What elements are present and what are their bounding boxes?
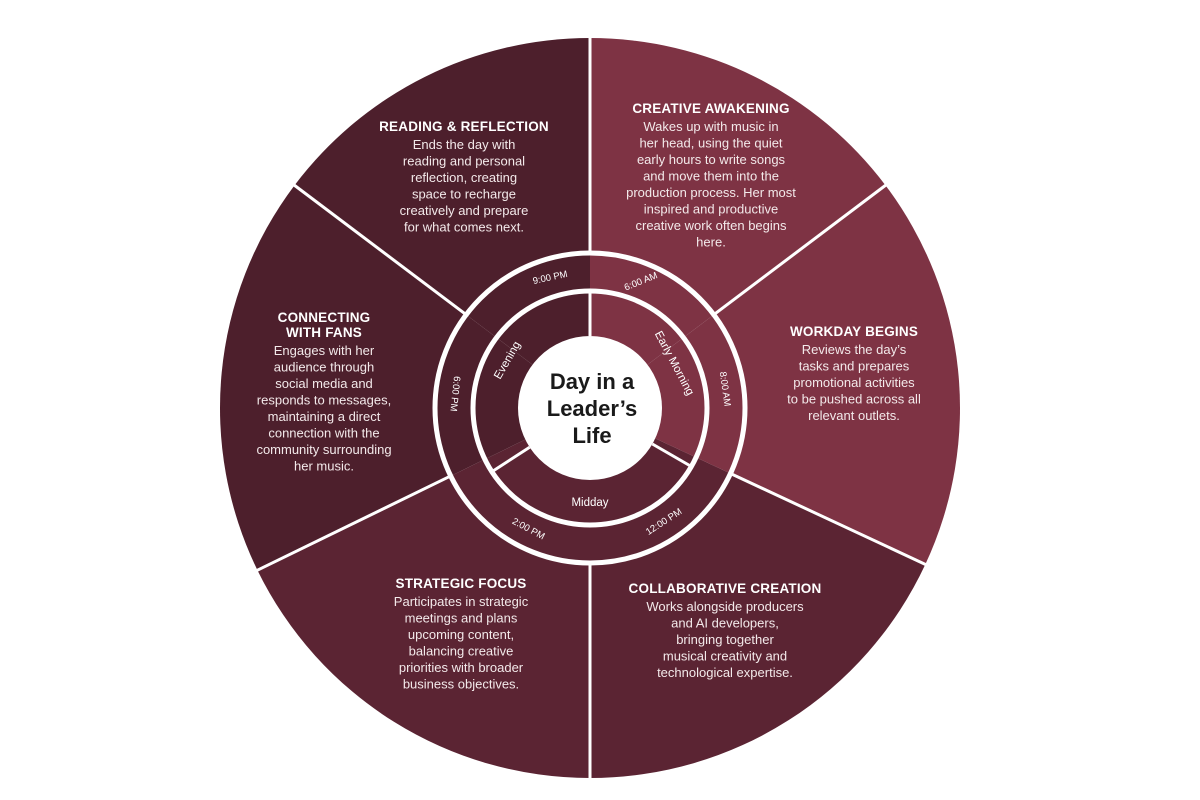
segment-description-line: musical creativity and: [663, 649, 787, 664]
segment-description-line: and move them into the: [643, 169, 779, 184]
segment-description-line: priorities with broader: [399, 660, 524, 675]
center-circle: [518, 336, 662, 480]
segment-title: CREATIVE AWAKENING: [632, 101, 789, 116]
segment-title: COLLABORATIVE CREATION: [629, 581, 822, 596]
period-divider: [651, 442, 693, 468]
segment-description-line: community surrounding: [256, 442, 391, 457]
segment-text-creative-awakening: CREATIVE AWAKENING Wakes up with music in…: [626, 101, 796, 250]
center-title-line-2: Leader’s: [547, 396, 638, 421]
period-midday: Midday: [571, 497, 608, 509]
segment-text-strategic-focus: STRATEGIC FOCUS Participates in strategic…: [394, 576, 529, 692]
segment-description-line: to be pushed across all: [787, 392, 921, 407]
segment-description-line: her head, using the quiet: [639, 136, 782, 151]
segment-title: WITH FANS: [286, 325, 362, 340]
segment-description-line: social media and: [275, 376, 373, 391]
segment-description-line: creatively and prepare: [400, 203, 529, 218]
segment-description-line: connection with the: [268, 426, 379, 441]
segment-description-line: for what comes next.: [404, 220, 524, 235]
segment-description-line: here.: [696, 235, 726, 250]
segment-description-line: technological expertise.: [657, 665, 793, 680]
segment-description-line: early hours to write songs: [637, 152, 786, 167]
center-title-line-1: Day in a: [550, 369, 635, 394]
time-label: 6:00 PM: [447, 376, 462, 412]
segment-description-line: production process. Her most: [626, 185, 796, 200]
segment-description-line: reading and personal: [403, 154, 525, 169]
segment-description-line: bringing together: [676, 632, 774, 647]
segment-description-line: Reviews the day’s: [802, 342, 907, 357]
segment-description-line: Ends the day with: [413, 137, 516, 152]
segment-divider: [292, 182, 468, 316]
segment-divider: [712, 182, 888, 316]
segment-divider: [729, 472, 928, 567]
segment-strategic-focus: [257, 408, 590, 778]
segment-description-line: meetings and plans: [405, 611, 518, 626]
segment-description-line: reflection, creating: [411, 170, 517, 185]
segment-description-line: balancing creative: [409, 644, 514, 659]
segment-text-workday-begins: WORKDAY BEGINS Reviews the day’s tasks and…: [787, 324, 921, 423]
segment-title: WORKDAY BEGINS: [790, 324, 918, 339]
segment-title: STRATEGIC FOCUS: [396, 576, 527, 591]
time-ring-outer-border: [432, 250, 748, 566]
segment-title: CONNECTING: [278, 310, 371, 325]
segment-description-line: Engages with her: [274, 343, 375, 358]
segment-text-collaborative-creation: COLLABORATIVE CREATION Works alongside pr…: [629, 581, 822, 680]
segment-description-line: audience through: [274, 360, 374, 375]
segment-description-line: maintaining a direct: [268, 409, 381, 424]
segment-title: READING & REFLECTION: [379, 119, 549, 134]
segment-workday-begins: [590, 185, 961, 565]
segment-text-reading-reflection: READING & REFLECTION Ends the day with rea…: [379, 119, 549, 235]
segment-description-line: Works alongside producers: [646, 599, 804, 614]
segment-description-line: her music.: [294, 459, 354, 474]
segment-description-line: tasks and prepares: [799, 359, 910, 374]
segment-description-line: space to recharge: [412, 187, 516, 202]
segment-collaborative-creation: [590, 408, 926, 778]
segment-description-line: business objectives.: [403, 677, 519, 692]
center-title-line-3: Life: [572, 423, 611, 448]
segment-description-line: relevant outlets.: [808, 408, 900, 423]
segment-description-line: upcoming content,: [408, 627, 514, 642]
segment-description-line: promotional activities: [793, 375, 915, 390]
time-label: 8:00 AM: [717, 371, 733, 407]
segment-description-line: inspired and productive: [644, 202, 778, 217]
segment-description-line: and AI developers,: [671, 616, 779, 631]
period-divider: [491, 445, 531, 473]
segment-description-line: Wakes up with music in: [643, 119, 778, 134]
segment-connecting-with-fans: [219, 185, 590, 571]
segment-description-line: responds to messages,: [257, 393, 391, 408]
segment-description-line: Participates in strategic: [394, 594, 529, 609]
segment-description-line: creative work often begins: [635, 218, 787, 233]
segment-divider: [254, 474, 452, 573]
